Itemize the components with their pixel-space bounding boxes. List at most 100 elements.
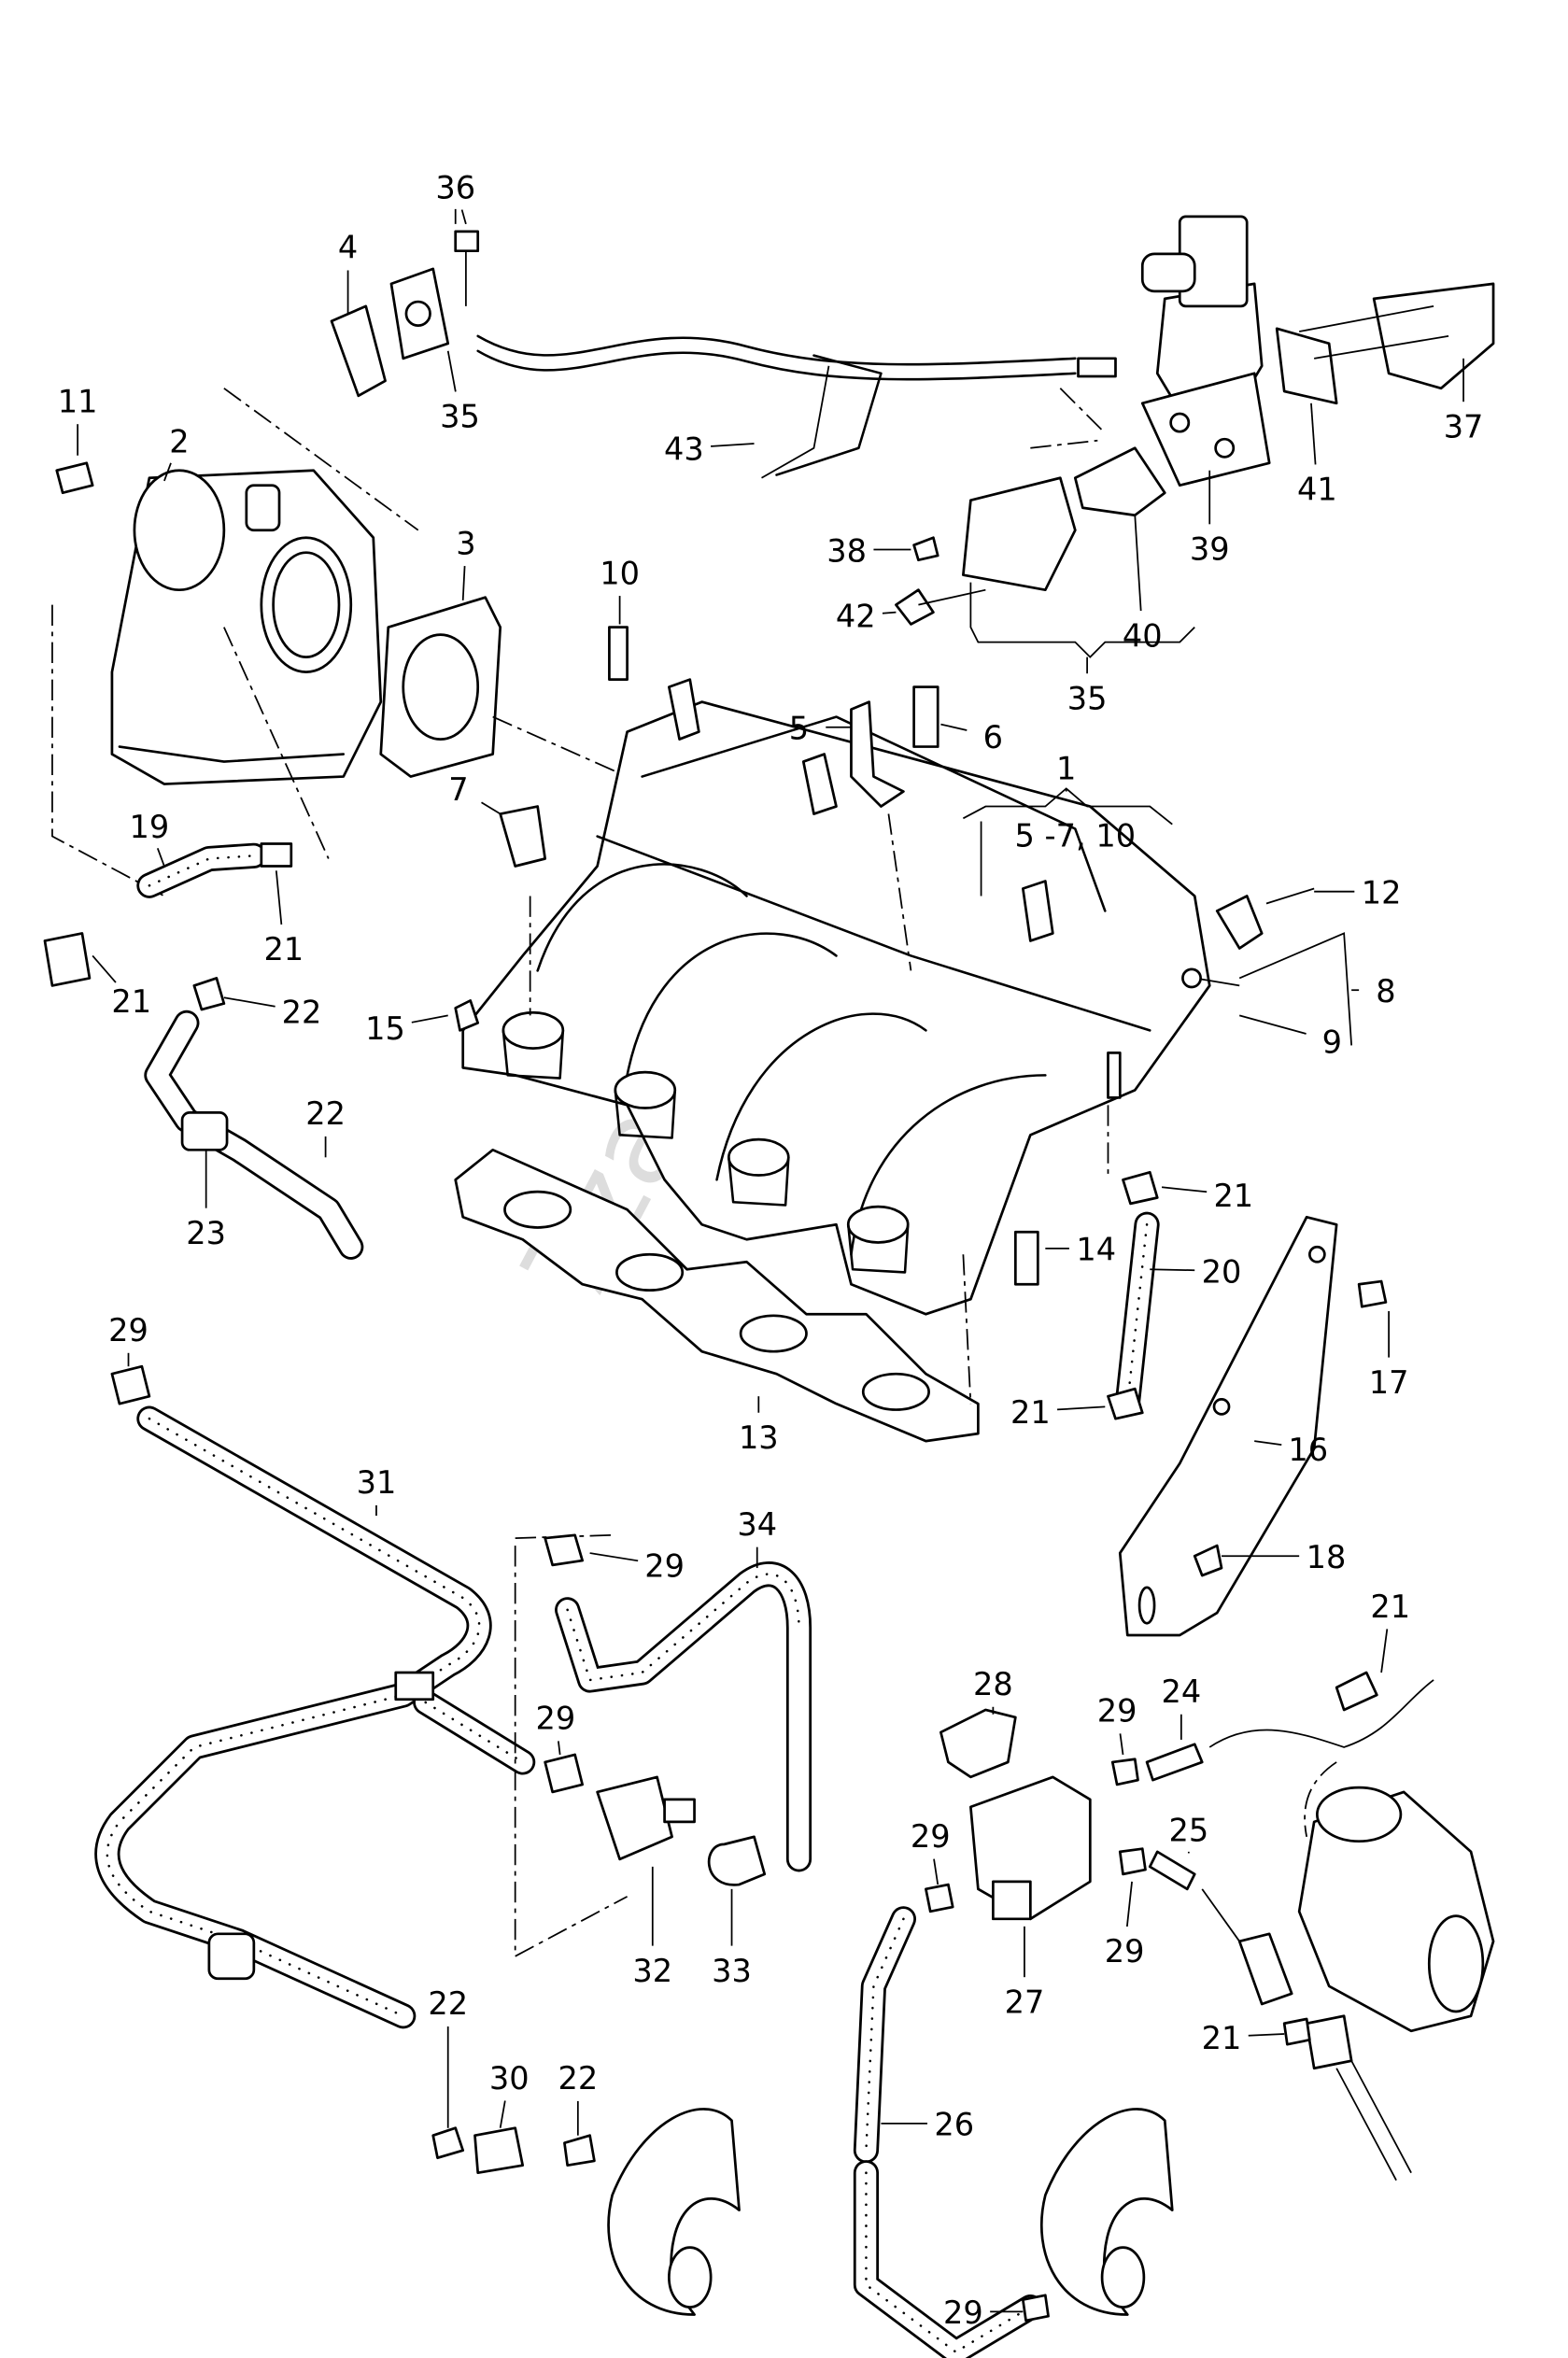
callout-label-21: 21 — [1202, 2020, 1242, 2056]
callout-label-12: 12 — [1362, 874, 1402, 911]
hose-19 — [43, 842, 293, 987]
throttle-gasket — [379, 596, 628, 778]
callout-label-29: 29 — [535, 1701, 575, 1737]
callout-label-27: 27 — [1005, 1984, 1045, 2021]
callout-label-16: 16 — [1288, 1432, 1328, 1468]
egr-valve — [1140, 215, 1271, 487]
hose-31 — [94, 1364, 536, 2029]
hose-23 — [144, 977, 364, 1260]
intake-manifold — [461, 678, 1211, 1316]
callout-label-31: 31 — [357, 1464, 397, 1501]
hose-clamps — [925, 1758, 1311, 2323]
callout-label-29: 29 — [911, 1818, 951, 1855]
callout-label-11: 11 — [58, 383, 98, 419]
callout-label-17: 17 — [1369, 1364, 1409, 1401]
callout-label-21: 21 — [1213, 1178, 1253, 1214]
leader-line — [411, 1014, 448, 1024]
leader-line — [1119, 1733, 1124, 1756]
intake-elbow-left — [607, 2108, 741, 2316]
leader-line — [223, 996, 275, 1008]
callout-label-43: 43 — [664, 431, 704, 468]
callout-label-40: 40 — [1123, 617, 1163, 654]
callout-label-6: 6 — [983, 719, 1003, 755]
bolts-top — [454, 208, 986, 626]
leader-line — [446, 350, 457, 392]
callout-label-26: 26 — [934, 2107, 974, 2143]
leader-line — [1238, 1014, 1307, 1035]
hose-26 — [853, 1906, 1043, 2358]
callout-label-29: 29 — [1105, 1933, 1145, 1970]
leader-line — [163, 462, 172, 482]
callout-label-8: 8 — [1376, 973, 1395, 1010]
leader-line — [499, 2100, 506, 2128]
leader-line — [1057, 1405, 1106, 1411]
egr-gaskets — [962, 388, 1195, 658]
callout-label-10: 10 — [600, 555, 640, 591]
leader-lines — [77, 209, 1464, 2313]
callout-label-19: 19 — [130, 809, 170, 845]
callout-label-23: 23 — [186, 1215, 226, 1251]
leader-line — [460, 209, 467, 225]
group-label-1: 5 -7, 10 — [1015, 818, 1137, 854]
turbocharger — [1297, 1761, 1495, 2182]
callout-label-21: 21 — [111, 983, 151, 1020]
leader-line — [558, 1741, 561, 1756]
leader-line — [275, 870, 283, 925]
callout-label-18: 18 — [1307, 1539, 1347, 1575]
callout-label-22: 22 — [282, 994, 322, 1030]
leader-line — [1125, 1881, 1133, 1927]
callout-label-29: 29 — [108, 1312, 148, 1348]
leader-line — [1150, 1268, 1195, 1272]
leader-line — [92, 954, 117, 983]
egr-flange — [330, 267, 450, 398]
valve-32 — [544, 1753, 767, 1886]
leader-line — [1161, 1186, 1208, 1193]
callout-label-24: 24 — [1161, 1673, 1201, 1710]
intake-elbow-right — [1040, 2108, 1174, 2316]
bracket-16 — [1118, 1215, 1388, 1637]
callout-label-28: 28 — [973, 1666, 1013, 1702]
callout-label-37: 37 — [1444, 409, 1484, 445]
callout-label-41: 41 — [1297, 472, 1337, 508]
callout-label-35: 35 — [1067, 681, 1108, 717]
leader-line — [940, 723, 968, 731]
callout-label-34: 34 — [737, 1506, 777, 1543]
callout-label-15: 15 — [365, 1010, 405, 1047]
callout-label-42: 42 — [836, 599, 876, 635]
callout-label-36: 36 — [435, 170, 475, 206]
callout-label-38: 38 — [826, 532, 867, 569]
leader-line — [1310, 402, 1317, 465]
callout-label-4: 4 — [338, 230, 358, 266]
callout-label-22: 22 — [558, 2060, 598, 2097]
intake-ports — [501, 1010, 910, 1274]
throttle-body — [51, 388, 419, 897]
connector-30 — [431, 2126, 596, 2175]
egr-bracket — [1275, 282, 1495, 405]
hose-20 — [1107, 1170, 1160, 1420]
leader-line — [461, 566, 466, 600]
callout-label-14: 14 — [1076, 1232, 1116, 1268]
callout-label-35: 35 — [440, 398, 480, 434]
leader-line — [1134, 515, 1142, 612]
callout-label-13: 13 — [739, 1419, 779, 1456]
callout-label-22: 22 — [305, 1095, 346, 1132]
callout-label-29: 29 — [644, 1548, 685, 1585]
egr-pipe — [476, 334, 1117, 479]
callout-label-21: 21 — [1370, 1588, 1410, 1625]
callout-label-3: 3 — [456, 525, 475, 561]
callout-label-25: 25 — [1168, 1813, 1208, 1849]
leader-line — [156, 848, 165, 867]
callout-label-22: 22 — [428, 1985, 468, 2022]
callout-label-39: 39 — [1190, 531, 1230, 568]
leader-line — [589, 1552, 639, 1562]
callout-label-21: 21 — [263, 931, 304, 967]
callout-label-7: 7 — [448, 771, 468, 808]
manifold-small-parts — [454, 626, 1353, 1405]
callout-label-2: 2 — [169, 424, 189, 460]
hose-24-25 — [1145, 1671, 1434, 2006]
leader-line — [882, 611, 897, 614]
solenoid-27 — [939, 1708, 1092, 1921]
